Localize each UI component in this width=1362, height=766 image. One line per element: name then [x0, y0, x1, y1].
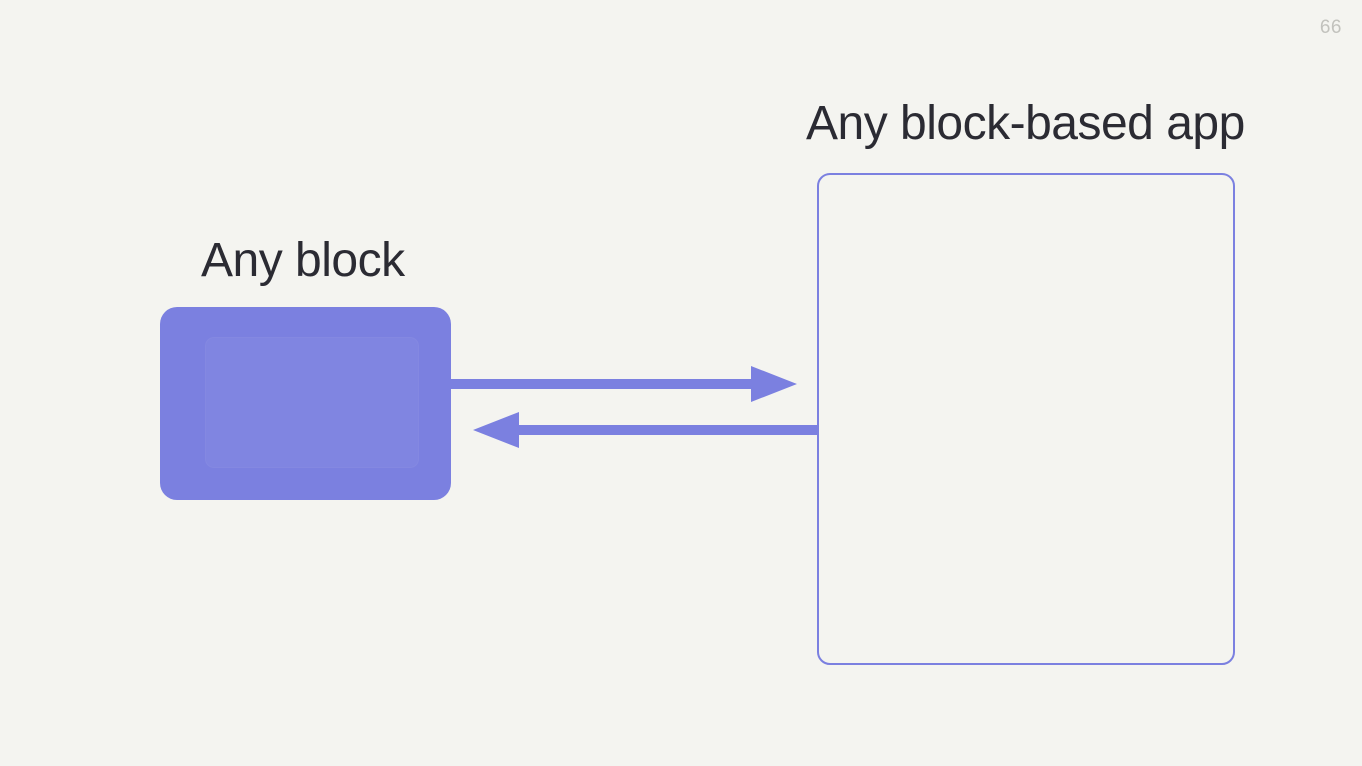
- arrow-block-to-app-icon: [451, 366, 797, 402]
- any-block-inner-panel: [205, 337, 419, 468]
- page-title-any-block-based-app: Any block-based app: [806, 97, 1245, 150]
- arrow-app-to-block-icon: [473, 412, 819, 448]
- any-block-shape: [160, 307, 451, 500]
- any-block-based-app-container: [817, 173, 1235, 665]
- page-number: 66: [1319, 17, 1342, 38]
- page-title-any-block: Any block: [201, 234, 405, 287]
